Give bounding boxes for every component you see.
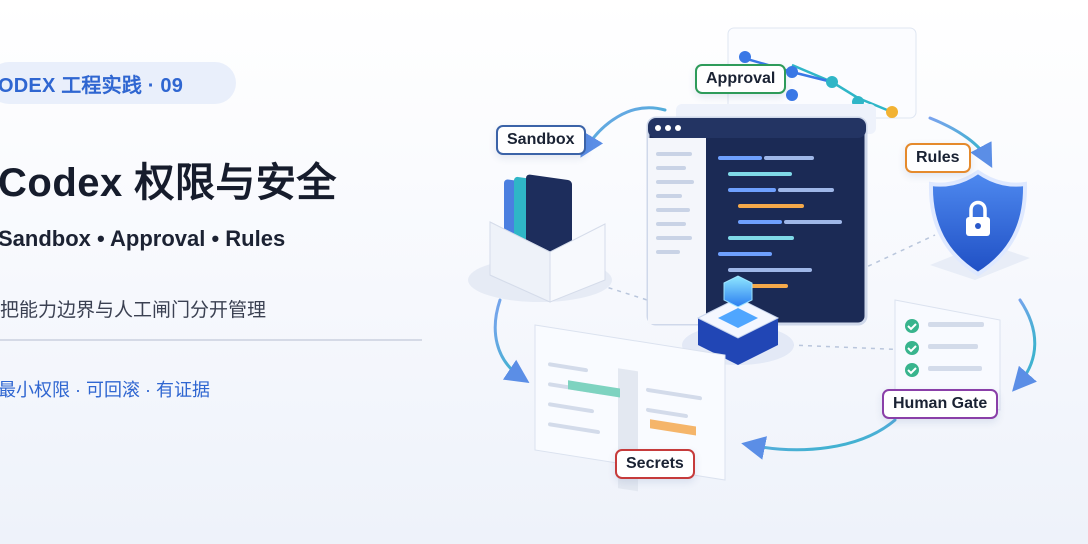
isometric-illustration <box>468 27 1037 492</box>
approval-panel <box>727 27 917 119</box>
secrets-label: Secrets <box>615 449 695 479</box>
page-description: 把能力边界与人工闸门分开管理 <box>0 300 267 321</box>
secrets-panel <box>534 324 726 492</box>
divider <box>0 339 422 341</box>
series-tag: ODEX 工程实践 · 09 <box>0 62 236 104</box>
sandbox-box-icon <box>468 174 612 303</box>
cube-icon <box>682 275 794 365</box>
rules-label: Rules <box>905 143 971 173</box>
principles-line: 最小权限 · 可回滚 · 有证据 <box>0 380 210 400</box>
shield-lock-icon <box>928 169 1030 280</box>
human-gate-label: Human Gate <box>882 389 999 419</box>
flow-arrows <box>493 106 1037 460</box>
text-panel: ODEX 工程实践 · 09 Codex 权限与安全 Sandbox • App… <box>0 0 440 544</box>
illustration: Sandbox Approval Rules Human Gate Secret… <box>440 0 1088 544</box>
checklist-icon <box>894 299 1001 411</box>
code-editor-icon <box>646 104 876 326</box>
approval-label: Approval <box>695 64 787 94</box>
sandbox-label: Sandbox <box>496 125 586 155</box>
page-title: Codex 权限与安全 <box>0 161 337 205</box>
page-subtitle: Sandbox • Approval • Rules <box>0 226 286 251</box>
